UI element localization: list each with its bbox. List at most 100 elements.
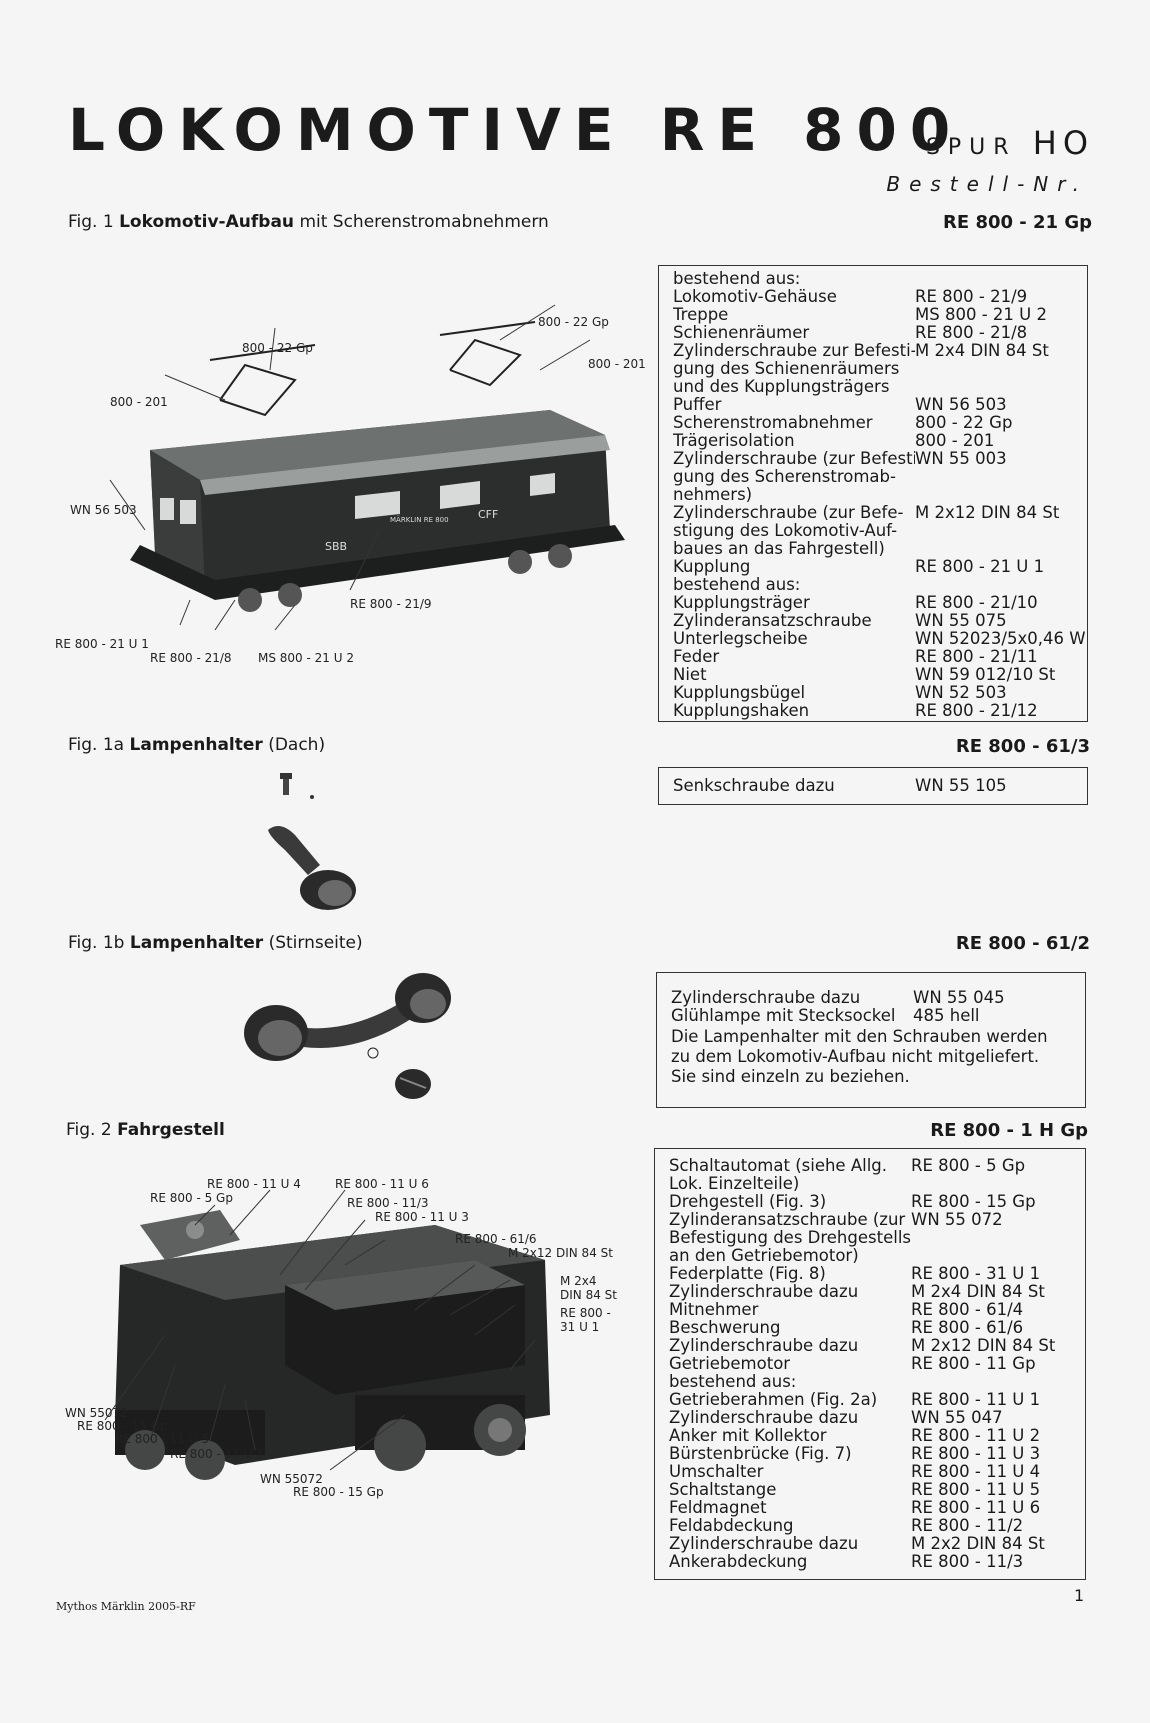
part-number: WN 52023/5x0,46 W [915,629,1086,648]
fig1b-caption: Fig. 1b Lampenhalter (Stirnseite) [68,933,363,953]
part-description: Zylinderschraube dazu [671,989,861,1007]
fig1-order-number: RE 800 - 21 Gp [943,212,1092,233]
part-description: gung des Scherenstromab- [673,468,896,486]
label-chassis-15: RE 800 - 15 Gp [293,1485,384,1499]
gauge-value: HO [1032,124,1094,162]
label-chassis-3: RE 800 - 5 Gp [150,1191,233,1205]
part-description: Befestigung des Drehgestells [669,1229,911,1247]
part-number: M 2x4 DIN 84 St [911,1282,1045,1301]
parts-row: Zylinderschraube (zur Befesti-WN 55 003 [673,450,1087,468]
loco-mark-cff: CFF [478,508,498,521]
part-description: baues an das Fahrgestell) [673,540,885,558]
part-description: Mitnehmer [669,1301,759,1319]
fig1a-name: Lampenhalter [129,735,263,755]
part-description: Glühlampe mit Stecksockel [671,1007,896,1025]
part-number [915,576,1087,594]
parts-row: nehmers) [673,486,1087,504]
roof-lamp-holder-drawing [268,773,356,910]
label-buffer: WN 56 503 [70,503,137,517]
part-description: Bürstenbrücke (Fig. 7) [669,1445,852,1463]
parts-row: stigung des Lokomotiv-Auf- [673,522,1087,540]
fig1-desc: mit Scherenstromabnehmern [299,212,549,232]
fig1-number: Fig. 1 [68,212,114,232]
fig1a-desc: (Dach) [268,735,326,755]
part-number [911,1247,1085,1265]
parts-row: Schaltstange RE 800 - 11 U 5 [669,1481,1085,1499]
part-description: Feldabdeckung [669,1517,794,1535]
part-number: RE 800 - 11/2 [911,1516,1024,1535]
part-description: Niet [673,666,707,684]
parts-row: Befestigung des Drehgestells [669,1229,1085,1247]
part-number [911,1373,1085,1391]
fig1-name: Lokomotiv-Aufbau [119,212,295,232]
label-chassis-4: RE 800 - 11/3 [347,1196,429,1210]
part-number: 485 hell [913,1006,980,1025]
part-number [911,1229,1085,1247]
loco-front-window-left [160,498,174,520]
fig1b-desc: (Stirnseite) [268,933,363,953]
parts-row: an den Getriebemotor) [669,1247,1085,1265]
part-number: WN 55 045 [913,988,1005,1007]
part-number: RE 800 - 11 U 4 [911,1462,1041,1481]
part-number: WN 56 503 [915,395,1007,414]
loco-wheel-2 [278,583,302,607]
chassis-top [120,1225,545,1300]
part-number: RE 800 - 11 U 2 [911,1426,1041,1445]
label-chassis-6: RE 800 - 61/6 [455,1232,537,1246]
part-number: RE 800 - 11/3 [911,1552,1024,1571]
loco-frame [130,525,625,600]
parts-row: Zylinderschraube dazu WN 55 045 [671,989,1085,1007]
lamp-holder-arm [268,826,320,875]
front-lamp-holder-drawing [244,973,451,1099]
parts-row: Schaltautomat (siehe Allg.RE 800 - 5 Gp [669,1157,1085,1175]
parts-row: Zylinderschraube zur Befesti-M 2x4 DIN 8… [673,342,1087,360]
footer-credit: Mythos Märklin 2005-RF [56,1600,196,1613]
part-number: WN 55 003 [915,449,1007,468]
loco-front-window-right [180,500,196,524]
part-description: Schaltstange [669,1481,777,1499]
fig2-order-number: RE 800 - 1 H Gp [930,1120,1088,1141]
part-number: RE 800 - 11 U 5 [911,1480,1041,1499]
parts-row: Lok. Einzelteile) [669,1175,1085,1193]
label-chassis-2: RE 800 - 11 U 6 [335,1177,429,1191]
part-number: RE 800 - 11 Gp [911,1354,1036,1373]
fig1a-number: Fig. 1a [68,735,125,755]
part-description: bestehend aus: [669,1373,797,1391]
parts-row: Feldabdeckung RE 800 - 11/2 [669,1517,1085,1535]
part-description: Kupplungsbügel [673,684,806,702]
part-number: M 2x12 DIN 84 St [911,1336,1056,1355]
loco-mark-sbb: SBB [325,540,347,553]
part-number: RE 800 - 61/4 [911,1300,1024,1319]
parts-row: Bürstenbrücke (Fig. 7)RE 800 - 11 U 3 [669,1445,1085,1463]
part-number: WN 52 503 [915,683,1007,702]
part-description: Kupplungshaken [673,702,810,720]
part-number: RE 800 - 21/8 [915,323,1028,342]
part-description: und des Kupplungsträgers [673,378,890,396]
fig1b-note-line-2: zu dem Lokomotiv-Aufbau nicht mitgeliefe… [671,1047,1040,1066]
part-number [915,360,1087,378]
part-number: RE 800 - 31 U 1 [911,1264,1041,1283]
parts-row: Getrieberahmen (Fig. 2a)RE 800 - 11 U 1 [669,1391,1085,1409]
fig1a-order-number: RE 800 - 61/3 [955,736,1090,757]
part-description: bestehend aus: [673,576,801,594]
parts-row: bestehend aus: [673,270,1087,288]
part-description: Beschwerung [669,1319,781,1337]
part-number [915,468,1087,486]
parts-row: bestehend aus: [669,1373,1085,1391]
order-number-heading: Bestell-Nr. [886,172,1088,196]
